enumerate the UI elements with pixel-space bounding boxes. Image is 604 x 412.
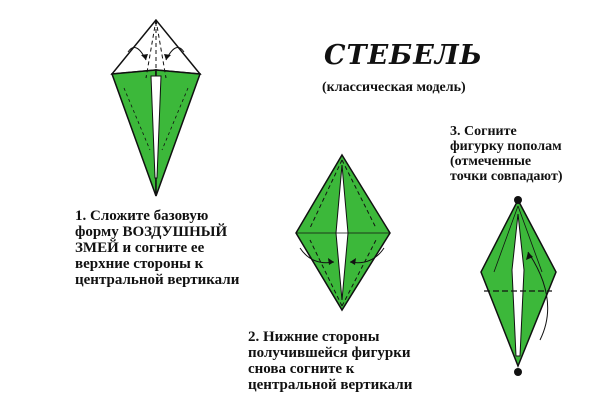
step-2-line: центральной вертикали	[248, 377, 413, 393]
figure-1-kite	[110, 18, 202, 197]
step-3-line: фигурку пополам	[450, 139, 562, 154]
step-1-line: ЗМЕЙ и согните ее	[75, 240, 205, 256]
step-2-line: 2. Нижние стороны	[248, 329, 380, 345]
fig1-center-slit	[150, 75, 162, 179]
fig3-inner-right	[517, 205, 543, 273]
step-1-line: верхние стороны к	[75, 256, 204, 272]
page-subtitle: (классическая модель)	[322, 80, 466, 95]
fig1-fold-line-right	[155, 19, 167, 79]
step-3-line: точки совпадают)	[450, 169, 563, 184]
fig3-marked-point-top	[514, 196, 522, 204]
step-2-line: снова согните к	[248, 361, 355, 377]
fig1-arrowhead-right	[164, 54, 171, 60]
step-3-instructions: 3. Согните фигурку пополам (отмеченные т…	[450, 124, 563, 184]
fig2-fold-lower-left	[309, 239, 343, 307]
fig2-fold-upper-left	[309, 159, 343, 229]
step-1-instructions: 1. Сложите базовую форму ВОЗДУШНЫЙ ЗМЕЙ …	[75, 208, 239, 288]
figure-2-diamond	[295, 153, 391, 312]
fig3-arrow-fold	[527, 251, 549, 341]
fig1-fold-line-left	[145, 19, 157, 79]
fig2-fold-upper-right	[341, 159, 377, 229]
fig1-crease-right	[161, 87, 189, 151]
step-3-line: 3. Согните	[450, 124, 517, 139]
fig2-arrowhead-right	[350, 258, 356, 265]
step-2-instructions: 2. Нижние стороны получившейся фигурки с…	[248, 329, 412, 393]
fig2-fold-lower-right	[341, 239, 377, 307]
fig3-marked-point-bottom	[514, 368, 522, 376]
step-1-line: центральной вертикали	[75, 272, 240, 288]
step-1-line: форму ВОЗДУШНЫЙ	[75, 224, 228, 240]
figure-3-stem	[480, 196, 557, 376]
step-3-line: (отмеченные	[450, 154, 532, 169]
step-2-line: получившейся фигурки	[248, 345, 411, 361]
step-1-line: 1. Сложите базовую	[75, 208, 209, 224]
fig1-right-green	[155, 69, 202, 197]
fig1-arrowhead-left	[141, 54, 148, 60]
fig3-inner-left	[493, 205, 519, 273]
fig3-center-slit	[511, 213, 525, 357]
fig2-arrowhead-left	[328, 258, 334, 265]
fig2-center-slit	[335, 164, 349, 301]
fig3-arrowhead	[526, 252, 533, 260]
page-title: СТЕБЕЛЬ	[324, 40, 483, 71]
fig1-left-green	[110, 69, 157, 197]
fig1-crease-left	[123, 87, 151, 151]
